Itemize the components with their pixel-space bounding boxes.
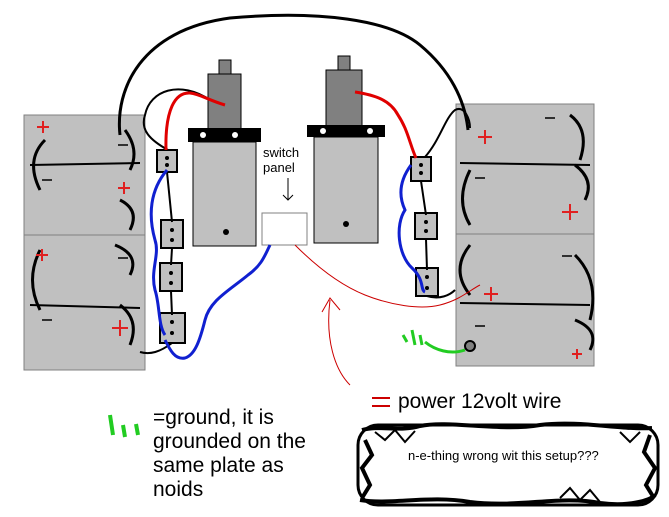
switch-panel-label: switch panel [263,145,299,175]
black-wire-left-terminals [139,171,173,355]
terminal-block [415,267,439,297]
power-arrow [321,297,351,386]
blue-wire-right [397,164,426,294]
right-battery-top [455,103,595,235]
power-legend-text: power 12volt wire [398,390,562,413]
ground-legend-line4: noids [153,478,204,501]
red-wire-left-solenoid [164,91,226,151]
black-wire-right-terminals [420,180,456,299]
left-battery-top [23,114,146,236]
left-solenoid-plate [188,128,261,142]
black-wire-top [117,13,470,136]
switch-panel-arrow [282,178,294,201]
question-text: n-e-thing wrong wit this setup??? [408,448,599,463]
blue-wire-left [149,169,169,336]
black-wire-right-to-terminal [424,108,471,158]
left-battery-bank [23,114,146,371]
right-battery-bottom [455,233,595,367]
ground-legend-line3: same plate as [153,454,284,477]
question-bubble [356,421,660,507]
terminal-block [410,156,432,182]
black-wire-left-to-terminal [142,88,211,151]
right-solenoid-plate [307,125,385,137]
right-solenoid-body [313,136,379,244]
blue-wire-switch-left [163,244,272,360]
left-solenoid [188,59,261,247]
left-solenoid-body [192,141,257,247]
ground-legend-text: =ground, it is grounded on the same plat… [153,406,353,502]
right-battery-bank [455,103,595,367]
terminal-block [159,262,183,292]
power-wire [294,244,481,308]
switch-panel [261,212,308,246]
right-terminal-blocks [410,156,439,297]
red-wire-right-solenoid [354,90,418,159]
terminal-block [156,149,178,173]
switch-panel-label-line2: panel [263,160,295,175]
ground-symbol [401,329,476,354]
right-solenoid [307,55,385,244]
ground-legend-line1: =ground, it is [153,406,274,429]
terminal-block [159,312,186,344]
ground-legend-line2: grounded on the [153,430,306,453]
ground-legend-icon [108,414,140,438]
left-terminal-blocks [156,149,186,344]
switch-panel-label-line1: switch [263,145,300,160]
terminal-block [160,219,184,249]
power-legend-icon [372,397,390,407]
terminal-block [414,212,438,240]
